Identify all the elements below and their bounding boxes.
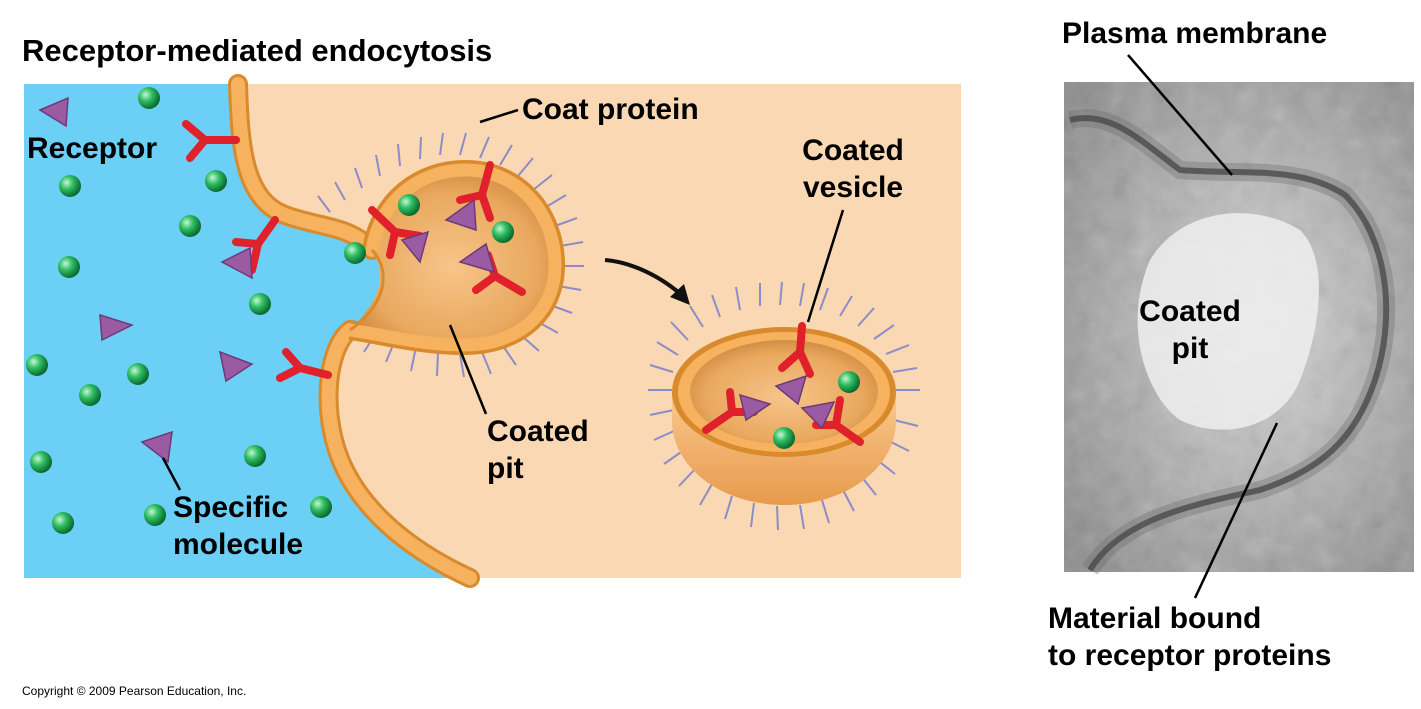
leader-lines [161,108,845,491]
coat-protein-label: Coat protein [522,93,699,126]
coated-pit-coat-spikes [317,132,584,378]
sphere-molecules [26,87,860,534]
diagram-title: Receptor-mediated endocytosis [22,33,493,68]
micrograph-membrane [1069,115,1390,572]
extracellular-fluid [24,84,470,578]
material-bound-label: Material bound to receptor proteins [1048,602,1332,672]
specific-molecule-label: Specific molecule [173,491,304,561]
copyright-notice: Copyright © 2009 Pearson Education, Inc. [22,684,247,698]
micrograph-leader-lines [1127,54,1279,599]
coated-vesicle-coat-spikes [648,281,920,531]
coated-vesicle-label: Coated vesicle [802,134,904,204]
receptor-label: Receptor [27,132,158,165]
coated-pit-interior [350,170,555,345]
electron-micrograph [1064,82,1414,575]
micrograph-coated-pit-label: Coated pit [1139,295,1241,365]
triangle-molecules [38,96,836,464]
coated-pit-label: Coated pit [487,415,589,485]
plasma-membrane-label: Plasma membrane [1062,17,1328,50]
